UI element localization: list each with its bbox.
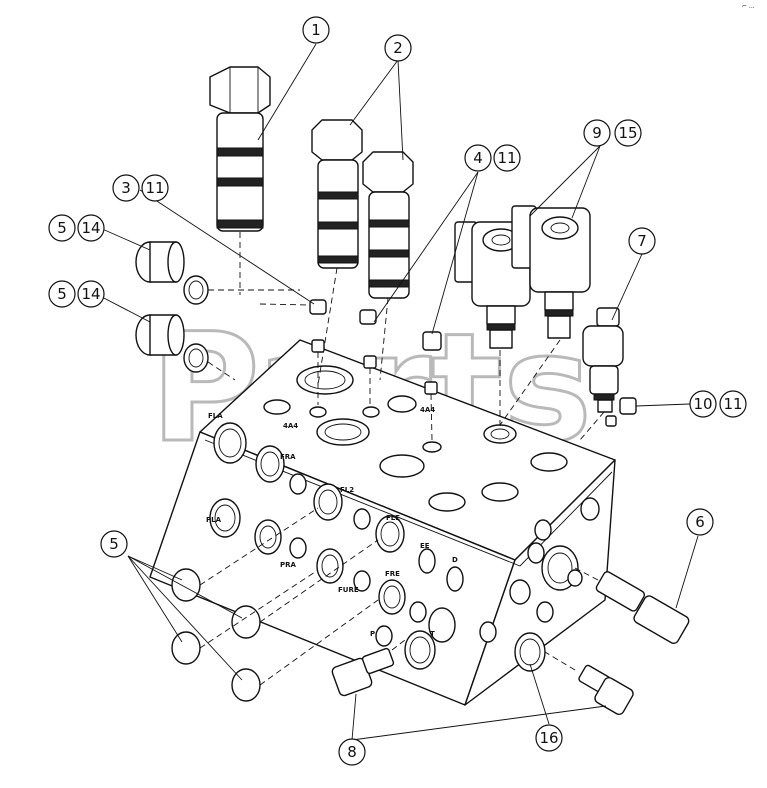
callout-16: 16 (535, 724, 563, 752)
callout-7-label: 7 (637, 232, 647, 250)
port-label-fla: FLA (208, 412, 223, 420)
port-label-fra: FRA (280, 453, 296, 461)
callout-3: 3 (112, 174, 140, 202)
small-plugs (259, 299, 637, 441)
callout-15-label: 15 (618, 124, 637, 142)
port-label-fure: FURE (338, 586, 359, 594)
callout-14-b: 14 (77, 280, 105, 308)
corner-mark: ⌐ ... (742, 3, 755, 10)
callout-1: 1 (302, 16, 330, 44)
cartridge-valve-2a (311, 119, 363, 386)
callout-15: 15 (614, 119, 642, 147)
port-label-d: D (452, 556, 458, 564)
port-label-pra: PRA (280, 561, 297, 569)
callout-9-label: 9 (592, 124, 602, 142)
callout-5a-label: 5 (57, 219, 67, 237)
port-label-ee: EE (420, 542, 430, 550)
callout-4-label: 4 (473, 149, 483, 167)
callout-2-label: 2 (393, 39, 403, 57)
callout-5-c: 5 (100, 530, 128, 558)
solenoid-valve-4 (454, 221, 531, 428)
callout-14a-label: 14 (81, 219, 100, 237)
callout-8: 8 (338, 738, 366, 766)
callout-11-b: 11 (493, 144, 521, 172)
bottom-left-plugs-5 (171, 507, 379, 702)
callout-11b-label: 11 (497, 149, 516, 167)
fitting-6 (574, 567, 690, 644)
callout-7: 7 (628, 227, 656, 255)
port-label-fle: FLE (386, 514, 400, 522)
leader-lines (99, 43, 699, 741)
callout-1-label: 1 (311, 21, 321, 39)
callout-3-label: 3 (121, 179, 131, 197)
callout-11a-label: 11 (145, 179, 164, 197)
callout-14-a: 14 (77, 214, 105, 242)
callout-9: 9 (583, 119, 611, 147)
callout-10-label: 10 (693, 395, 712, 413)
fittings-8 (331, 639, 634, 715)
solenoid-valve-9 (499, 205, 591, 426)
callout-8-label: 8 (347, 743, 357, 761)
callout-16-label: 16 (539, 729, 558, 747)
callout-6: 6 (686, 508, 714, 536)
callout-11-c: 11 (719, 390, 747, 418)
callout-5c-label: 5 (109, 535, 119, 553)
cartridge-valve-2b (362, 151, 414, 381)
callout-14b-label: 14 (81, 285, 100, 303)
port-label-pla: PLA (206, 516, 222, 524)
port-label-fre: FRE (385, 570, 400, 578)
callout-5-a: 5 (48, 214, 76, 242)
port-label-4a4-right: 4A4 (420, 406, 435, 414)
manifold-block: 4A4 4A4 FLA FRA FL2 FLE PLA (149, 339, 616, 706)
port-label-fl2: FL2 (340, 486, 354, 494)
cartridge-valve-1 (209, 66, 271, 295)
callout-11c-label: 11 (723, 395, 742, 413)
port-label-4a4-left: 4A4 (283, 422, 298, 430)
callout-4: 4 (464, 144, 492, 172)
callout-5-b: 5 (48, 280, 76, 308)
side-plugs-5-14 (135, 241, 300, 381)
callout-2: 2 (384, 34, 412, 62)
callout-11-a: 11 (141, 174, 169, 202)
callout-6-label: 6 (695, 513, 705, 531)
callout-10: 10 (689, 390, 717, 418)
relief-valve-7 (579, 307, 624, 441)
port-label-t: T (430, 630, 435, 638)
port-label-p: P (370, 630, 375, 638)
callout-5b-label: 5 (57, 285, 67, 303)
